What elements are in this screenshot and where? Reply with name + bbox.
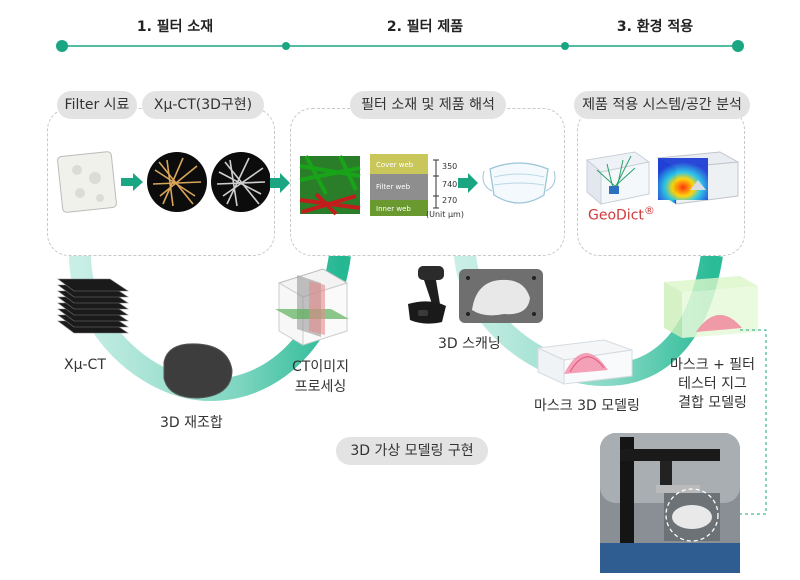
dim-mid: 740 (442, 180, 458, 189)
pill-xuct-3d: Xμ-CT(3D구현) (142, 91, 264, 119)
label-mask-modeling: 마스크 3D 모델링 (534, 398, 640, 414)
step-title-3: 3. 환경 적용 (616, 19, 694, 35)
geodict-logo: GeoDict® (588, 204, 655, 224)
timeline-start-dot (56, 40, 68, 52)
ct-processing-image (275, 268, 349, 346)
dim-top: 350 (442, 162, 458, 171)
mask-icon (482, 162, 556, 204)
arrow-right-icon (270, 173, 290, 193)
3d-scanner-icon (408, 266, 446, 324)
pill-analysis: 필터 소재 및 제품 해석 (350, 91, 506, 119)
ct-slice-stack-image (57, 278, 129, 334)
pill-system: 제품 적용 시스템/공간 분석 (574, 91, 750, 119)
scanned-model-image (459, 269, 543, 323)
unit-label: (Unit μm) (426, 210, 464, 219)
material-images (57, 151, 270, 213)
timeline-end-dot (732, 40, 744, 52)
layer-label-inner: Inner web (376, 205, 411, 213)
label-reconstruct: 3D 재조합 (160, 415, 223, 431)
label-ct-processing-line1: CT이미지 (292, 359, 349, 375)
label-jig-line3: 결합 모델링 (678, 395, 747, 411)
pill-filter-sample: Filter 시료 (57, 91, 137, 119)
thickness-scale (433, 159, 439, 209)
heatmap-simulation-image (656, 151, 740, 205)
step-title-2: 2. 필터 제품 (386, 19, 464, 35)
label-jig-line2: 테스터 지그 (678, 376, 747, 392)
room-simulation-image (585, 151, 651, 206)
step-title-1: 1. 필터 소재 (136, 19, 214, 35)
timeline-dot-3 (561, 42, 569, 50)
arrow-right-icon (458, 173, 478, 193)
layer-label-filter: Filter web (376, 183, 411, 191)
label-ct-processing: CT이미지 프로세싱 (292, 357, 349, 397)
arrow-right-icon (121, 173, 143, 191)
label-jig-modeling: 마스크 + 필터 테스터 지그 결합 모델링 (670, 356, 755, 413)
label-xuct: Xμ-CT (64, 357, 106, 373)
timeline (56, 40, 744, 52)
dim-bottom: 270 (442, 196, 458, 205)
jig-model-image (664, 276, 758, 338)
reconstructed-model-image (163, 343, 233, 399)
registered-mark: ® (643, 204, 655, 217)
label-ct-processing-line2: 프로세싱 (294, 379, 347, 395)
pill-virtual-modeling: 3D 가상 모델링 구현 (336, 437, 488, 465)
fiber-model-image (299, 155, 361, 216)
label-scanning: 3D 스캐닝 (438, 336, 501, 352)
layer-label-cover: Cover web (376, 161, 414, 169)
label-jig-line1: 마스크 + 필터 (670, 357, 756, 373)
geodict-name: GeoDict (588, 207, 644, 224)
mask-3d-model-image (536, 339, 633, 385)
timeline-dot-2 (282, 42, 290, 50)
test-jig-photo (600, 433, 740, 573)
layer-model-image: Cover web Filter web Inner web (370, 154, 428, 216)
